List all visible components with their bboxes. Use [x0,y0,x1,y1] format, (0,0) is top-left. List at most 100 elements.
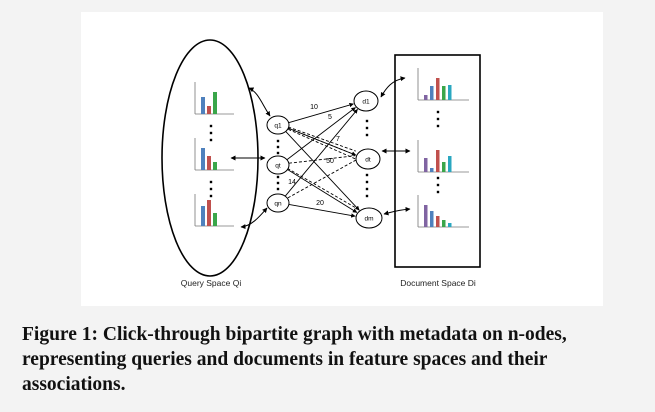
histogram-bar [207,106,211,114]
ellipsis-dot [436,183,440,187]
ellipsis-dot [365,126,369,130]
ellipsis-dot [209,138,213,142]
edge-qn-dm [288,204,356,218]
histogram-bar [213,92,217,114]
ellipsis-dot [436,117,440,121]
query-space-label: Query Space Qi [181,278,242,288]
query-node-qn: qn [266,193,290,213]
histogram-bar [442,220,446,227]
node-circle [266,155,290,175]
ellipsis-dot [209,187,213,191]
histogram-bar [430,86,434,100]
query-node-q1: q1 [266,115,290,135]
document-space-label: Document Space Di [400,278,476,288]
edge-weight-label: 5 [328,114,332,121]
histogram-bar [424,158,428,172]
histogram-bar [436,216,440,227]
ellipsis-dot [276,187,280,191]
node-label: dt [365,157,371,164]
document-space-box [394,54,481,268]
ellipsis-dot [209,194,213,198]
histogram-bar [448,223,452,227]
edge-weight-label: 10 [310,104,318,111]
ellipsis-dot [276,151,280,155]
histogram-bar [213,162,217,170]
node-circle [355,207,383,229]
histogram-bar [424,205,428,227]
ellipsis-dot [436,110,440,114]
query-node-qt: qt [266,155,290,175]
document-node-dm: dm [355,207,383,229]
edge-qt-dm [287,169,358,213]
ellipsis-dot [365,119,369,123]
document-node-d1: d1 [353,90,379,112]
edge-q1-dt [288,127,357,156]
ellipsis-dot [365,173,369,177]
ellipsis-dot [436,124,440,128]
edge-qt-dt [288,155,356,164]
ellipsis-dot [276,145,280,149]
histogram-bar [207,156,211,170]
ellipsis-dot [276,181,280,185]
node-links [230,76,411,230]
bidirectional-link [248,87,271,117]
node-circle [353,90,379,112]
ellipsis-dot [365,194,369,198]
graph-nodes: q1 qt qn d1 dt dm [266,90,383,229]
ellipsis-dot [276,139,280,143]
figure-caption: Figure 1: Click-through bipartite graph … [22,324,567,395]
histogram-bar [201,97,205,114]
ellipsis-dot [436,176,440,180]
node-label: dm [364,216,373,223]
bidirectional-link [380,76,406,98]
edge-q1-dt [288,126,356,152]
feature-histogram [417,68,469,101]
feature-histogram [194,194,234,227]
ellipsis-dot [209,124,213,128]
node-circle [266,193,290,213]
edge-qn-d1 [284,108,358,197]
ellipsis-dots [209,110,440,198]
ellipsis-dot [436,190,440,194]
edge-q1-d1 [288,102,354,124]
edges [284,102,360,218]
histogram-bar [448,156,452,172]
edge-q1-dt [288,128,357,160]
ellipsis-dot [365,133,369,137]
ellipsis-dot [209,180,213,184]
ellipsis-dot [276,175,280,179]
feature-histogram [417,195,469,228]
ellipsis-dot [209,131,213,135]
histogram-bar [442,86,446,100]
edge-qt-d1 [286,107,356,161]
ellipsis-dot [365,187,369,191]
edge-qt-dm [287,167,358,209]
feature-histograms [194,68,469,228]
histogram-bar [207,200,211,226]
bidirectional-link [240,207,268,230]
node-label: q1 [274,123,282,130]
histogram-bar [424,95,428,100]
histogram-bar [430,168,434,172]
feature-histogram [194,82,234,115]
edge-q1-dm [285,131,360,211]
edge-weight-label: 14 [288,179,296,186]
histogram-bar [201,206,205,226]
document-node-dt: dt [355,148,381,170]
histogram-bar [448,85,452,100]
ellipsis-dot [365,180,369,184]
node-circle [355,148,381,170]
edge-weight-label: 20 [316,200,324,207]
histogram-bar [436,150,440,172]
feature-histogram [417,140,469,173]
edge-qn-dt [287,159,357,199]
figure-panel [81,12,603,306]
bidirectional-link [383,206,411,216]
node-label: qt [275,163,281,170]
histogram-bar [436,78,440,100]
feature-histogram [194,138,234,171]
histogram-bar [213,213,217,226]
